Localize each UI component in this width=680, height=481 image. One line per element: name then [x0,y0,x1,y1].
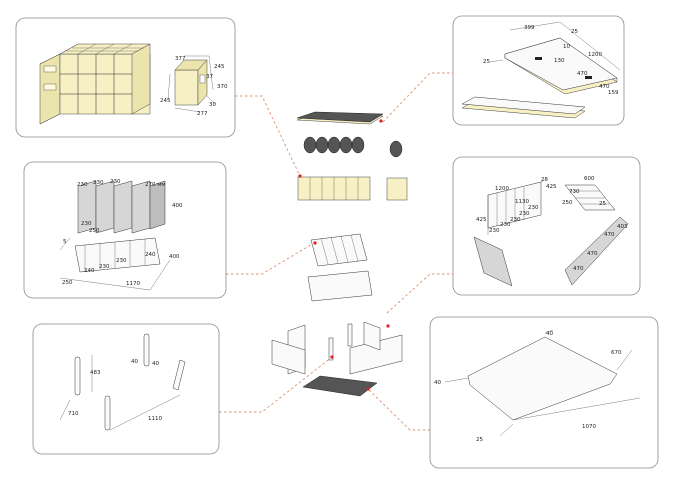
sides-dim: 1200 [495,186,509,192]
sides-dim: 230 [519,211,530,217]
dividers-dim: 250 [89,228,100,234]
side-wall-right-frame [564,184,616,211]
shelf-dim: 245 [214,64,225,70]
sides-dim: 230 [528,205,539,211]
divider-panels-top [77,180,166,234]
dividers-dim: 400 [169,254,180,260]
tabletop-underside [461,96,586,119]
stack-base-board [302,375,378,397]
stack-side-walls [271,321,403,375]
shelf-dim: 30 [209,102,216,108]
tabletop-dim: 399 [524,25,535,31]
tabletop-dim: 10 [563,44,570,50]
legs-dim: 483 [90,370,101,376]
panel-tabletop: 399 25 1200 10 130 470 470 25 159 [452,15,625,126]
side-wall-left-frame [487,177,549,235]
stack-bags [303,136,403,158]
dividers-dim: 5 [63,239,67,245]
panel-side-walls: 1200 425 25 425 1130 230 230 230 230 230… [452,156,641,296]
side-wall-left-panel [473,236,513,287]
base-dim: 1070 [582,424,596,430]
leader-lines [219,72,453,431]
dividers-dim: 230 [99,264,110,270]
dividers-dim: 230 [110,179,121,185]
stack-dividers [307,233,373,302]
sides-dim: 470 [604,232,615,238]
shelf-dim: 277 [197,111,208,117]
base-dim: 25 [476,437,483,443]
side-wall-right-panel [564,216,629,286]
stack-top-board [296,111,384,125]
shelf-dim: 245 [160,98,171,104]
legs-dim: 1110 [148,416,162,422]
panel-base-board: 40 670 40 1070 25 [429,316,659,469]
sides-dim: 403 [617,224,628,230]
legs-dim: 710 [68,411,79,417]
shelf-dim: 370 [217,84,228,90]
tabletop-dim: 470 [599,84,610,90]
legs-dim: 40 [152,361,159,367]
sides-dim: 730 [569,189,580,195]
sides-dim: 1130 [515,199,529,205]
dividers-dim: 240 [84,268,95,274]
sides-dim: 470 [587,251,598,257]
dividers-dim: 1170 [126,281,140,287]
dividers-dim: 230 [81,221,92,227]
sides-dim: 250 [562,200,573,206]
stack-shelf-units [297,174,408,201]
tabletop-board [489,21,621,95]
dividers-dim: 230 [116,258,127,264]
dividers-dim: 270 мм [145,182,166,188]
dividers-dim: 230 [93,180,104,186]
sides-dim: 470 [573,266,584,272]
dividers-dim: 240 [145,252,156,258]
sides-dim: 425 [476,217,487,223]
dividers-dim: 400 [172,203,183,209]
base-dim: 40 [546,331,553,337]
shelf-grid-box [39,43,151,125]
dividers-dim: 230 [77,182,88,188]
base-dim: 40 [434,380,441,386]
tabletop-dim: 25 [483,59,490,65]
sides-dim: 230 [510,217,521,223]
shelf-dim: 37 [206,74,213,80]
shelf-single-cabinet [167,55,216,113]
divider-panels-bottom [59,237,171,291]
sides-dim: 25 [541,177,548,183]
base-board [444,329,641,437]
tabletop-dim: 1200 [588,52,602,58]
panel-legs: 40 40 483 710 1110 [32,323,220,455]
panel-shelf-units: 377 245 37 370 245 277 30 [15,17,236,138]
sides-dim: 600 [584,176,595,182]
tabletop-dim: 159 [608,90,619,96]
tabletop-dim: 470 [577,71,588,77]
center-exploded-stack [271,111,408,397]
sides-dim: 230 [489,228,500,234]
leg-posts [74,333,186,431]
tabletop-dim: 25 [571,29,578,35]
shelf-dim: 377 [175,56,186,62]
base-dim: 670 [611,350,622,356]
dividers-dim: 250 [62,280,73,286]
legs-dim: 40 [131,359,138,365]
sides-dim: 230 [500,222,511,228]
sides-dim: 425 [546,184,557,190]
panel-dividers: 230 230 230 270 мм 400 230 250 5 240 230… [23,161,227,299]
tabletop-dim: 130 [554,58,565,64]
sides-dim: 25 [599,201,606,207]
